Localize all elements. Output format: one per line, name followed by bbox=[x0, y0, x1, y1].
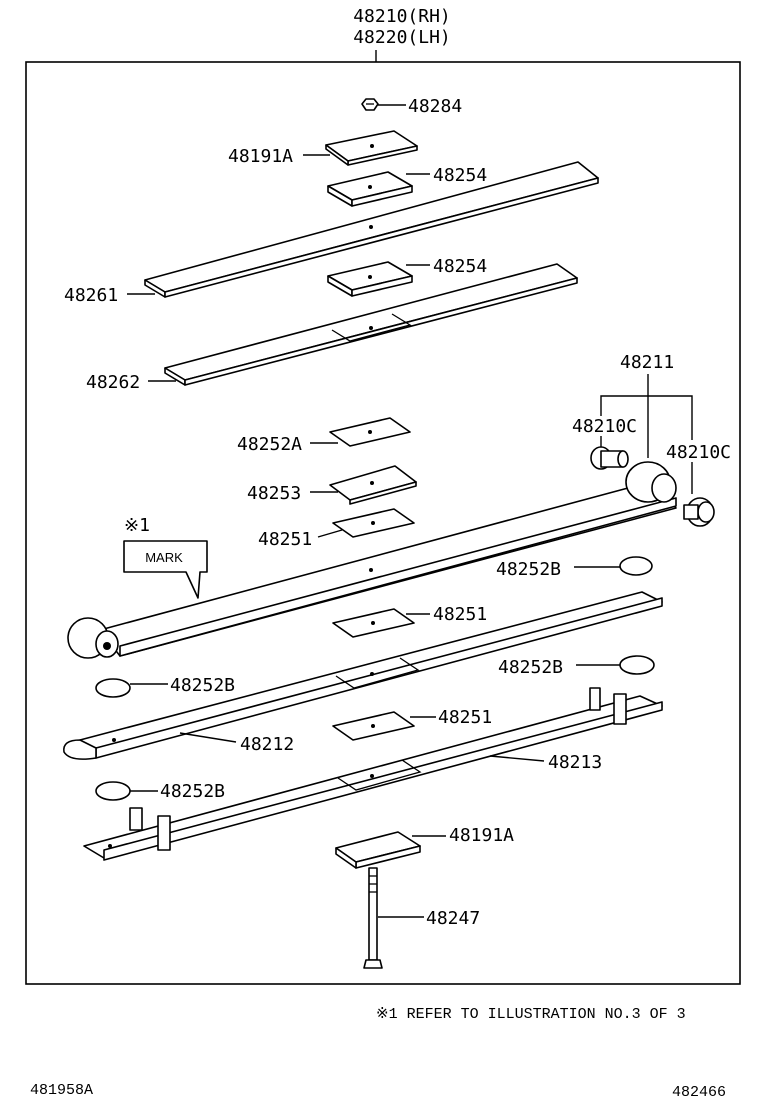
label-48261: 48261 bbox=[64, 285, 118, 306]
part-48262-leaf[interactable] bbox=[164, 263, 578, 386]
label-48210C-left: 48210C bbox=[572, 416, 637, 437]
part-48210C-bushing-left[interactable] bbox=[590, 446, 629, 470]
mark-callout-box bbox=[123, 540, 208, 599]
label-48210C-right: 48210C bbox=[666, 442, 731, 463]
label-48211: 48211 bbox=[620, 352, 674, 373]
part-48213-leaf[interactable] bbox=[83, 687, 663, 861]
label-48247: 48247 bbox=[426, 908, 480, 929]
assembly-label-lh: 48220(LH) bbox=[353, 27, 451, 48]
label-48191A-top: 48191A bbox=[228, 146, 293, 167]
label-48252B-a: 48252B bbox=[496, 559, 561, 580]
part-48252A-pad[interactable] bbox=[329, 417, 411, 447]
part-48191A-bottom-pad[interactable] bbox=[335, 831, 421, 869]
leader-48251-a bbox=[317, 529, 343, 538]
part-48252B-insert-a[interactable] bbox=[619, 556, 653, 576]
part-48191A-top-pad[interactable] bbox=[325, 130, 418, 166]
bracket-48210C bbox=[600, 395, 693, 440]
part-48252B-insert-b[interactable] bbox=[619, 655, 655, 675]
part-48284-nut[interactable] bbox=[361, 98, 379, 111]
leader-48213 bbox=[489, 755, 545, 762]
label-48253: 48253 bbox=[247, 483, 301, 504]
label-48284: 48284 bbox=[408, 96, 462, 117]
assembly-frame bbox=[25, 61, 741, 985]
part-48251-pad-b[interactable] bbox=[332, 608, 415, 638]
leader-48212 bbox=[179, 732, 237, 743]
part-48254-clip-b[interactable] bbox=[327, 261, 413, 297]
part-48212-leaf[interactable] bbox=[63, 591, 663, 760]
part-48252B-insert-c[interactable] bbox=[95, 678, 131, 698]
part-48210C-bushing-right[interactable] bbox=[683, 497, 715, 527]
part-48251-pad-c[interactable] bbox=[332, 711, 415, 741]
part-48211-main-leaf[interactable] bbox=[67, 461, 677, 659]
label-48254-b: 48254 bbox=[433, 256, 487, 277]
part-48253-pad[interactable] bbox=[329, 465, 417, 505]
part-48252B-insert-d[interactable] bbox=[95, 781, 131, 801]
label-48213: 48213 bbox=[548, 752, 602, 773]
reference-mark-1: ※1 bbox=[124, 515, 150, 536]
part-48251-pad-a[interactable] bbox=[332, 508, 415, 538]
label-48262: 48262 bbox=[86, 372, 140, 393]
label-48252A: 48252A bbox=[237, 434, 302, 455]
label-48252B-b: 48252B bbox=[498, 657, 563, 678]
footnote-reference: ※1 REFER TO ILLUSTRATION NO.3 OF 3 bbox=[376, 1006, 686, 1023]
label-48252B-c: 48252B bbox=[170, 675, 235, 696]
footer-left-code: 481958A bbox=[30, 1082, 93, 1099]
part-48247-center-bolt[interactable] bbox=[363, 867, 383, 969]
label-48251-b: 48251 bbox=[433, 604, 487, 625]
part-48261-leaf[interactable] bbox=[144, 161, 599, 298]
label-48251-c: 48251 bbox=[438, 707, 492, 728]
label-48191A-bottom: 48191A bbox=[449, 825, 514, 846]
mark-callout-text: MARK bbox=[145, 550, 183, 565]
label-48252B-d: 48252B bbox=[160, 781, 225, 802]
part-48254-clip-a[interactable] bbox=[327, 171, 413, 207]
label-48251-a: 48251 bbox=[258, 529, 312, 550]
assembly-label-rh: 48210(RH) bbox=[353, 6, 451, 27]
footer-right-code: 482466 bbox=[672, 1084, 726, 1101]
label-48212: 48212 bbox=[240, 734, 294, 755]
label-48254-a: 48254 bbox=[433, 165, 487, 186]
